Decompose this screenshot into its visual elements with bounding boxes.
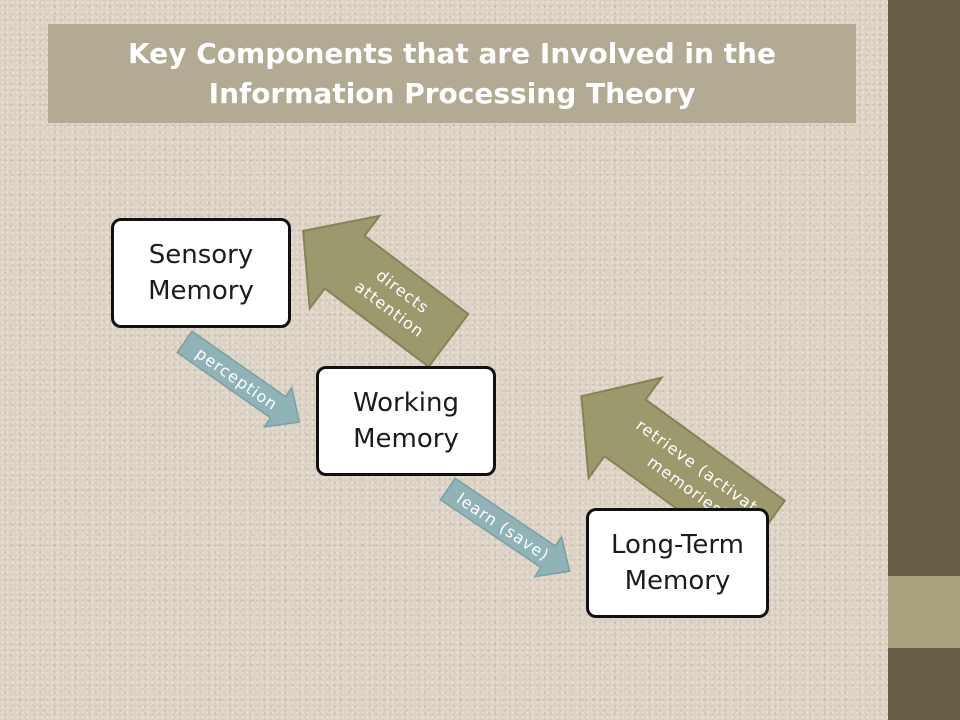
long-term-memory-label: Long-Term Memory [603, 527, 753, 599]
long-term-memory-label-line-1: Long-Term [611, 530, 744, 560]
learn-save-arrow: learn (save) [439, 477, 571, 578]
perception-arrow: perception [176, 330, 301, 428]
long-term-memory-box: Long-Term Memory [586, 508, 769, 618]
sensory-memory-label-line-2: Memory [148, 276, 254, 306]
working-memory-label: Working Memory [331, 385, 481, 457]
slide-title-line-1: Key Components that are Involved in the [128, 36, 776, 70]
slide-title-line-2: Information Processing Theory [208, 76, 696, 110]
directs-attention-arrow-shape [302, 214, 470, 369]
sensory-memory-label-line-1: Sensory [148, 240, 254, 270]
working-memory-label-line-2: Memory [353, 424, 459, 454]
title-bar: Key Components that are Involved in the … [48, 24, 856, 123]
sensory-memory-box: Sensory Memory [111, 218, 291, 328]
sensory-memory-label: Sensory Memory [126, 237, 276, 309]
working-memory-box: Working Memory [316, 366, 496, 476]
working-memory-label-line-1: Working [352, 388, 460, 418]
right-accent-block [888, 576, 960, 648]
learn-save-arrow-shape [439, 477, 571, 578]
perception-arrow-shape [176, 330, 301, 428]
long-term-memory-label-line-2: Memory [624, 566, 731, 596]
directs-attention-arrow: directs attention [302, 214, 470, 369]
perception-label: perception [192, 344, 281, 414]
slide-title: Key Components that are Involved in the … [102, 34, 802, 114]
learn-save-label: learn (save) [453, 489, 553, 565]
